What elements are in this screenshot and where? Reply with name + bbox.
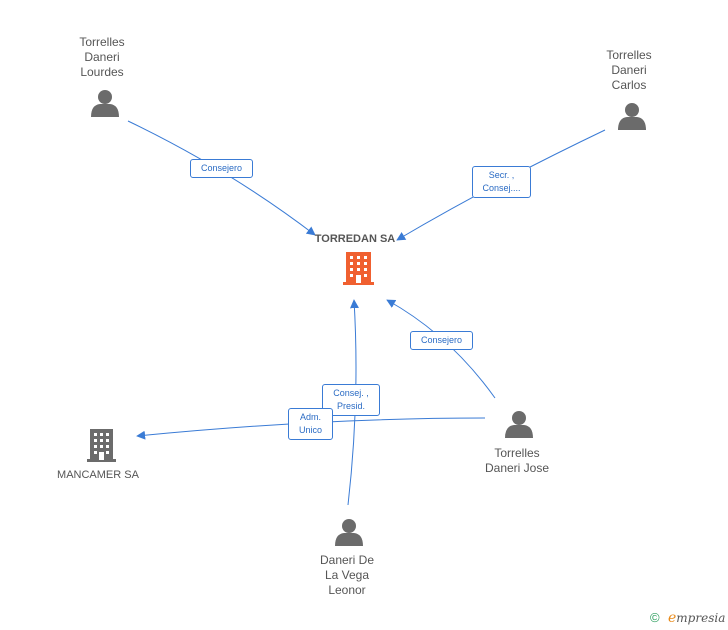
person-name-line: Daneri Jose [484,461,550,475]
edge-label-jose-mancamer[interactable]: Adm. Unico [288,408,333,440]
copyright-icon: © [650,610,660,625]
edge-label-jose-center[interactable]: Consejero [410,331,473,350]
company-node-torredan[interactable]: TORREDAN SA [295,232,415,247]
edge-label-line: Consej.... [482,183,521,193]
person-name-line: Daneri [611,63,647,77]
person-icon [335,519,363,546]
edge-label-line: Consejero [420,335,463,345]
edge-label-line: Unico [298,425,322,435]
brand-logo[interactable]: empresia [668,610,725,626]
person-name-line: La Vega [324,568,370,582]
person-node-leonor[interactable]: Daneri De La Vega Leonor [302,553,392,598]
person-name-line: Torrelles [606,48,652,62]
person-name-line: Torrelles [79,35,125,49]
edge-label-carlos-center[interactable]: Secr. , Consej.... [472,166,531,198]
edge-label-line: Consejero [200,163,243,173]
edge-label-line: Consej. , [333,388,369,398]
edge-label-line: Presid. [336,401,365,411]
edge-label-line: Adm. [299,412,321,422]
edge-lourdes-center [127,120,316,236]
company-name: TORREDAN SA [314,233,396,245]
edge-label-line: Secr. , [488,170,515,180]
company-node-mancamer[interactable]: MANCAMER SA [48,469,148,482]
person-name-line: Carlos [611,78,647,92]
brand-logo-initial: e [668,610,677,626]
person-name-line: Leonor [328,583,366,597]
brand-logo-text: mpresia [676,611,726,625]
person-node-lourdes[interactable]: Torrelles Daneri Lourdes [57,35,147,80]
person-icon [91,90,119,117]
building-icon [87,429,116,462]
building-icon [343,252,374,285]
company-name: MANCAMER SA [57,469,139,481]
person-name-line: Torrelles [494,446,540,460]
person-icon [618,103,646,130]
person-node-jose[interactable]: Torrelles Daneri Jose [467,446,567,476]
person-name-line: Daneri De [319,553,375,567]
edge-label-lourdes-center[interactable]: Consejero [190,159,253,178]
person-name-line: Lourdes [80,65,124,79]
person-icon [505,411,533,438]
person-name-line: Daneri [84,50,120,64]
person-node-carlos[interactable]: Torrelles Daneri Carlos [584,48,674,93]
